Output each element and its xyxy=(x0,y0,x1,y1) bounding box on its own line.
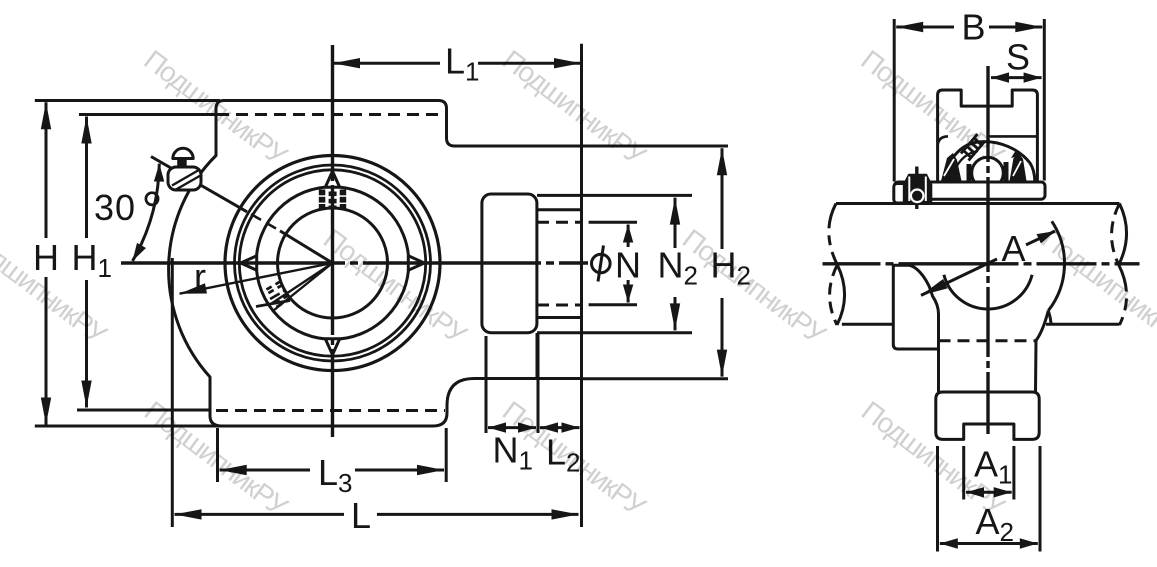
svg-text:H1: H1 xyxy=(72,237,112,283)
svg-text:N2: N2 xyxy=(658,245,698,291)
svg-text:N: N xyxy=(615,245,641,286)
svg-text:r: r xyxy=(194,256,206,297)
svg-text:H: H xyxy=(33,237,59,278)
svg-text:ПодшипникРУ: ПодшипникРУ xyxy=(1036,223,1157,350)
svg-text:L: L xyxy=(351,495,371,536)
svg-text:S: S xyxy=(1006,37,1030,78)
svg-text:A: A xyxy=(1002,228,1026,269)
svg-text:B: B xyxy=(962,7,986,48)
svg-text:30: 30 xyxy=(94,187,136,228)
svg-text:ПодшипникРУ: ПодшипникРУ xyxy=(677,223,832,350)
svg-text:A2: A2 xyxy=(976,501,1014,547)
svg-text:L3: L3 xyxy=(318,452,353,498)
svg-text:L1: L1 xyxy=(445,41,480,87)
